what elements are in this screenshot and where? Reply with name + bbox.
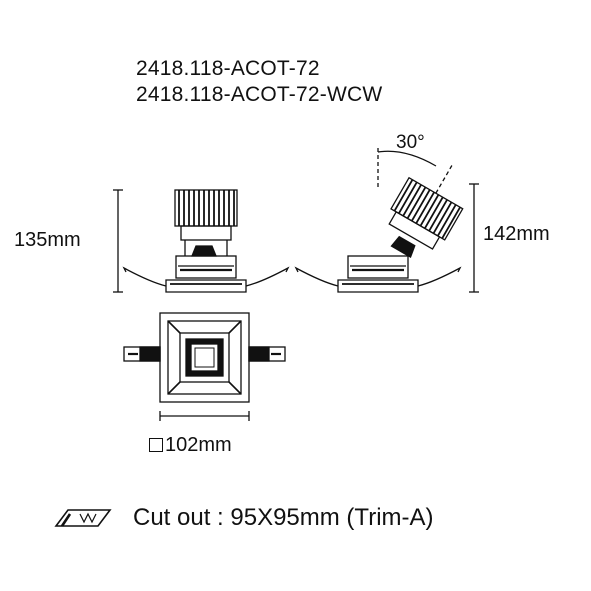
cutout-icon bbox=[54, 509, 112, 527]
height-fixed-label: 135mm bbox=[14, 229, 81, 251]
model-number-1: 2418.118-ACOT-72 bbox=[136, 57, 320, 80]
model-number-2: 2418.118-ACOT-72-WCW bbox=[136, 83, 383, 106]
trim-size-label: 102mm bbox=[149, 435, 232, 455]
square-symbol-icon bbox=[149, 438, 163, 452]
downlight-tilted-view bbox=[294, 148, 464, 293]
downlight-side-view bbox=[122, 189, 290, 293]
height-tilted-label: 142mm bbox=[483, 223, 550, 245]
downlight-front-view bbox=[123, 312, 286, 403]
width-dimension bbox=[159, 411, 250, 421]
height-dimension-left bbox=[113, 189, 123, 293]
cutout-label: Cut out : 95X95mm (Trim-A) bbox=[133, 504, 434, 531]
trim-size-value: 102mm bbox=[165, 434, 232, 456]
height-dimension-right bbox=[469, 183, 479, 293]
tilt-angle-label: 30° bbox=[396, 132, 425, 153]
